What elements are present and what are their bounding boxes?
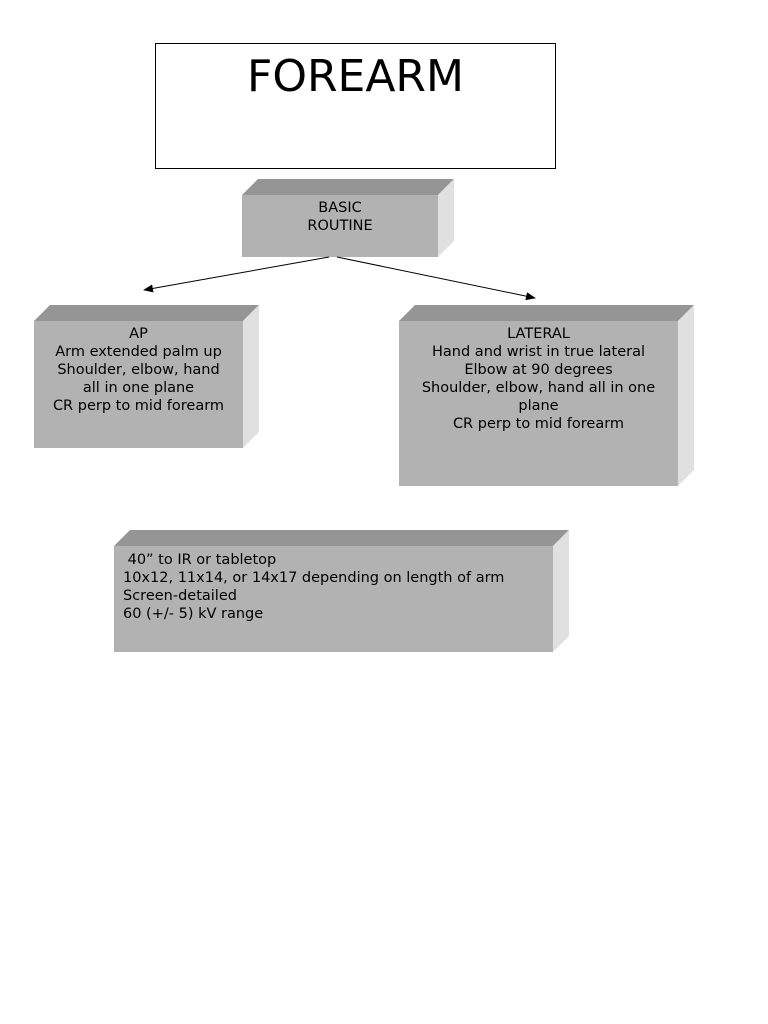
- ap-line: CR perp to mid forearm: [52, 398, 225, 414]
- arrow-to-ap: [143, 256, 330, 293]
- ap-line: Shoulder, elbow, hand: [57, 362, 220, 378]
- ap-line: Arm extended palm up: [55, 344, 222, 360]
- technique-box-front: [114, 546, 553, 652]
- lateral-text: LATERAL Hand and wrist in true lateral E…: [399, 325, 678, 433]
- lateral-line: CR perp to mid forearm: [452, 416, 625, 432]
- lateral-line: Hand and wrist in true lateral: [432, 344, 645, 360]
- technique-line: 10x12, 11x14, or 14x17 depending on leng…: [123, 570, 505, 586]
- technique-line: 60 (+/- 5) kV range: [123, 606, 264, 622]
- basic-routine-box: [242, 179, 454, 257]
- technique-line: Screen-detailed: [123, 588, 237, 604]
- ap-line: all in one plane: [82, 380, 195, 396]
- technique-box: [114, 530, 569, 652]
- lateral-box-top: [399, 305, 694, 321]
- basic-routine-box-side: [438, 179, 454, 257]
- ap-box: [34, 305, 259, 448]
- technique-box-side: [553, 530, 569, 652]
- lateral-heading: LATERAL: [507, 326, 570, 342]
- ap-box-front: [34, 321, 243, 448]
- lateral-line: Elbow at 90 degrees: [464, 362, 613, 378]
- ap-box-top: [34, 305, 259, 321]
- ap-text: AP Arm extended palm up Shoulder, elbow,…: [34, 325, 243, 415]
- ap-box-side: [243, 305, 259, 448]
- basic-routine-box-top: [242, 179, 454, 195]
- basic-routine-line: ROUTINE: [307, 218, 373, 234]
- page-title: FOREARM: [247, 51, 464, 102]
- technique-line: 40” to IR or tabletop: [123, 552, 277, 568]
- lateral-box: [399, 305, 694, 486]
- basic-routine-box-front: [242, 195, 438, 257]
- basic-routine-text: BASIC ROUTINE: [242, 199, 438, 235]
- technique-text: 40” to IR or tabletop 10x12, 11x14, or 1…: [123, 551, 548, 623]
- lateral-box-front: [399, 321, 678, 486]
- lateral-line: plane: [518, 398, 559, 414]
- lateral-box-side: [678, 305, 694, 486]
- basic-routine-line: BASIC: [318, 200, 362, 216]
- title-box: FOREARM: [155, 43, 556, 169]
- lateral-line: Shoulder, elbow, hand all in one: [421, 380, 656, 396]
- technique-box-top: [114, 530, 569, 546]
- ap-heading: AP: [129, 326, 148, 342]
- arrow-to-lateral: [336, 256, 536, 301]
